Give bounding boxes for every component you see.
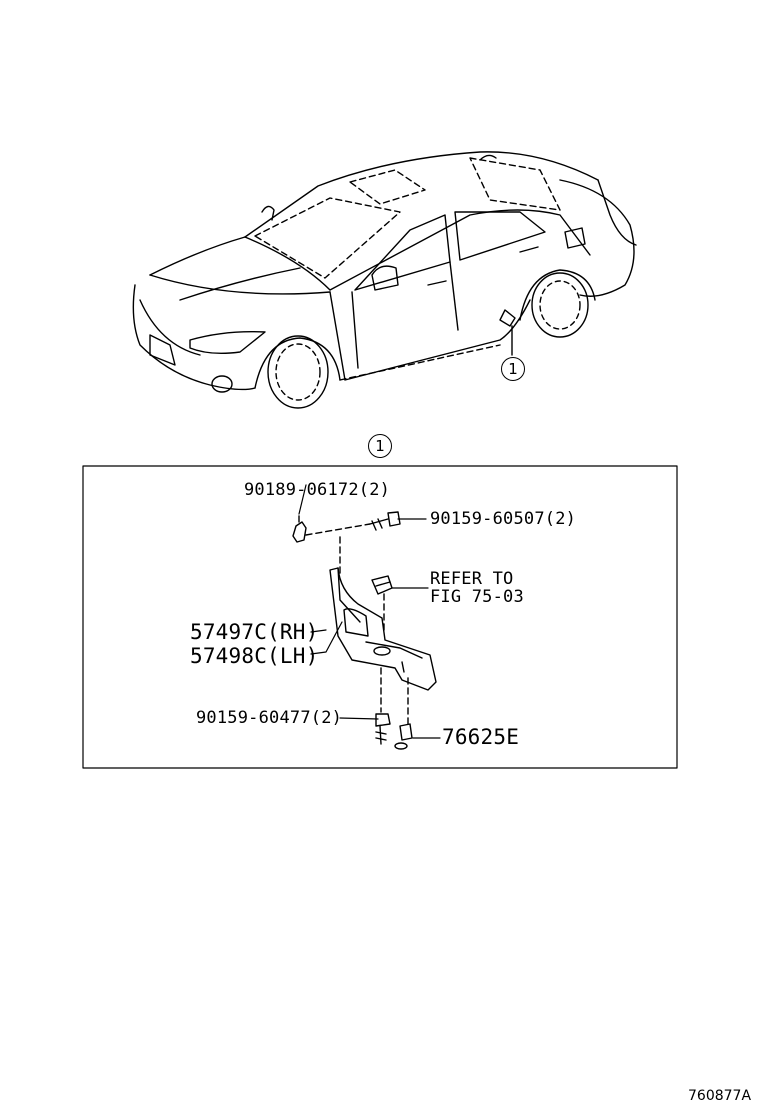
detail-frame: [82, 465, 678, 769]
bracket-exploded-view: [292, 511, 437, 750]
callout-1-car: 1: [501, 357, 525, 381]
callout-1-detail: 1: [368, 434, 392, 458]
refer-label-line1: REFER TO: [430, 569, 514, 589]
part-label-90159-60477: 90159-60477(2): [196, 708, 343, 728]
leader-lines: [298, 484, 441, 739]
part-label-90159-60507: 90159-60507(2): [430, 509, 577, 529]
car-illustration: [132, 151, 637, 409]
figure-number: 760877A: [688, 1088, 752, 1104]
part-label-90189-06172: 90189-06172(2): [244, 480, 391, 500]
part-label-57497c-rh: 57497C(RH): [190, 620, 319, 644]
callout-1-detail-number: 1: [375, 437, 385, 455]
callout-1-car-number: 1: [508, 360, 518, 378]
part-label-57498c-lh: 57498C(LH): [190, 644, 319, 668]
refer-label-line2: FIG 75-03: [430, 587, 524, 607]
part-label-76625e: 76625E: [442, 725, 520, 749]
